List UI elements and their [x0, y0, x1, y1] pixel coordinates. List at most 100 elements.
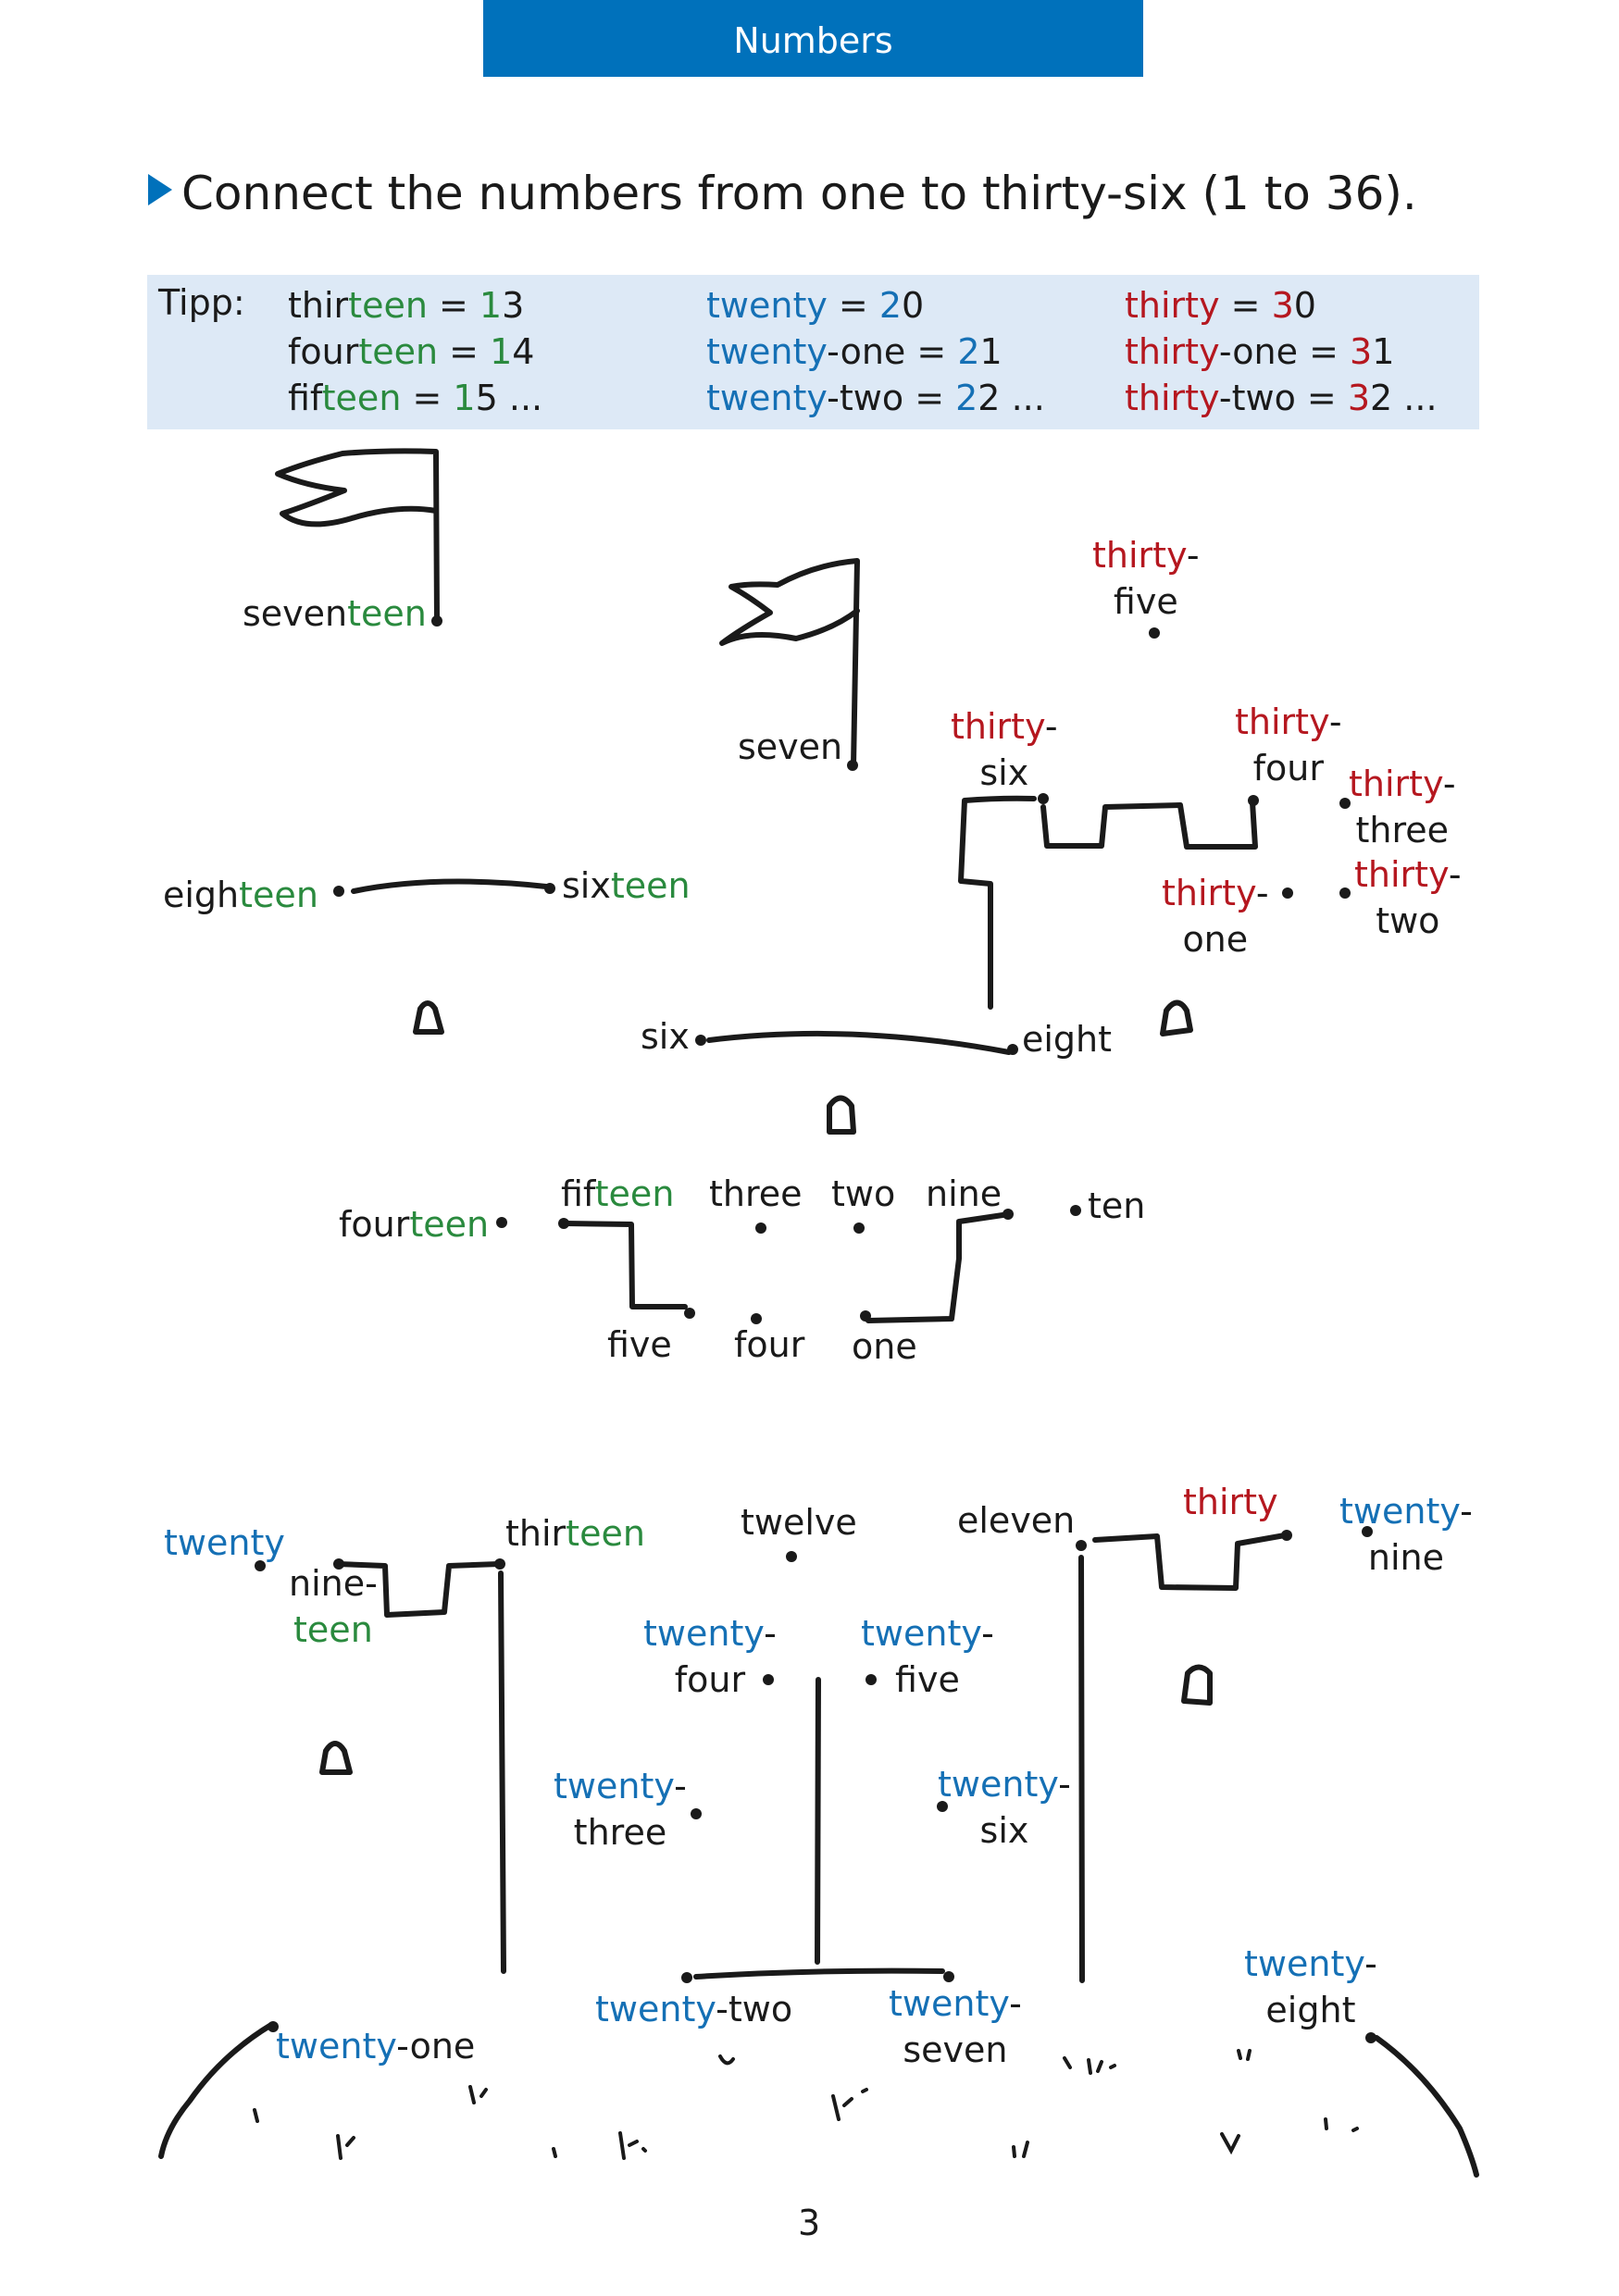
- connect-dot-17[interactable]: [431, 615, 442, 627]
- connect-dot-6[interactable]: [695, 1035, 706, 1046]
- tipp-row: thirteen = 13: [288, 282, 542, 329]
- connect-dot-25[interactable]: [866, 1674, 877, 1685]
- tipp-digit-colored: 2: [957, 331, 980, 372]
- connect-dot-29[interactable]: [1362, 1526, 1373, 1537]
- dot-label-part: five: [607, 1324, 672, 1365]
- dot-label-part: nine: [1367, 1537, 1444, 1578]
- tipp-digit-rest: 4: [512, 331, 535, 372]
- drawn-hill-right: [1374, 2035, 1479, 2178]
- tipp-digit-colored: 3: [1271, 285, 1294, 326]
- dot-label-26: twenty-six: [938, 1761, 1071, 1854]
- dot-label-part: one: [1182, 919, 1249, 960]
- connect-dot-3[interactable]: [755, 1222, 766, 1234]
- dot-label-part: twenty: [861, 1613, 982, 1654]
- section-header: Numbers: [483, 0, 1143, 77]
- tipp-row: thirty-one = 31: [1125, 329, 1438, 375]
- dot-label-3: three: [709, 1171, 803, 1217]
- dot-label-part: fif: [561, 1173, 595, 1214]
- connect-dot-15[interactable]: [558, 1218, 569, 1229]
- connect-dot-32[interactable]: [1339, 887, 1351, 899]
- drawn-hill-left: [158, 2022, 274, 2159]
- drawn-center-pole: [815, 1677, 821, 1965]
- connect-dot-8[interactable]: [1007, 1044, 1018, 1055]
- dot-label-part: twenty: [889, 1983, 1010, 2024]
- dot-label-15: fifteen: [561, 1171, 674, 1217]
- connect-dot-21[interactable]: [268, 2021, 279, 2032]
- connect-dot-13[interactable]: [494, 1558, 505, 1570]
- dot-label-part: thirty: [1183, 1482, 1278, 1522]
- dot-label-33: thirty-three: [1349, 761, 1456, 853]
- dot-label-part: teen: [239, 875, 318, 915]
- dot-label-part: teen: [293, 1609, 373, 1650]
- connect-dot-23[interactable]: [691, 1808, 702, 1819]
- dot-label-part: seven: [738, 726, 843, 767]
- instruction-text: Connect the numbers from one to thirty-s…: [181, 167, 1417, 220]
- connect-dot-36[interactable]: [1038, 793, 1049, 804]
- dot-label-30: thirty: [1183, 1479, 1278, 1525]
- connect-dot-16[interactable]: [544, 883, 555, 894]
- dot-label-part: eleven: [957, 1500, 1076, 1541]
- dot-label-part: four: [734, 1324, 805, 1365]
- tipp-row: twenty = 20: [706, 282, 1045, 329]
- drawn-tower-wall-right: [1078, 1555, 1085, 1983]
- tipp-digit-colored: 2: [955, 378, 978, 418]
- dot-label-part: -: [1255, 873, 1269, 913]
- connect-dot-31[interactable]: [1282, 887, 1293, 899]
- connect-dot-27[interactable]: [943, 1971, 954, 1982]
- connect-dot-18[interactable]: [333, 886, 344, 897]
- connect-dot-12[interactable]: [786, 1551, 797, 1562]
- window-arch: [1181, 1664, 1213, 1706]
- tipp-word-rest: -one =: [1218, 331, 1351, 372]
- dot-label-10: ten: [1088, 1183, 1145, 1229]
- dot-label-part: ten: [1088, 1185, 1146, 1226]
- connect-dot-4[interactable]: [751, 1313, 762, 1324]
- dot-label-part: six: [979, 1810, 1029, 1851]
- connect-dot-24[interactable]: [763, 1674, 774, 1685]
- page-number: 3: [798, 2203, 821, 2243]
- tipp-word-colored: teen: [321, 378, 402, 418]
- connect-dot-2[interactable]: [853, 1222, 865, 1234]
- dot-label-part: thirty: [1092, 535, 1187, 576]
- connect-dot-11[interactable]: [1076, 1540, 1087, 1551]
- dot-label-part: twenty: [164, 1522, 285, 1563]
- connect-dot-30[interactable]: [1281, 1530, 1292, 1541]
- tipp-digit-colored: 2: [878, 285, 903, 326]
- connect-dot-7[interactable]: [847, 760, 858, 771]
- dot-label-34: thirty-four: [1235, 699, 1342, 791]
- dot-label-part: seven: [243, 593, 348, 634]
- tipp-word-colored: thirty: [1125, 285, 1220, 326]
- dot-label-part: teen: [610, 865, 691, 906]
- connect-dot-33[interactable]: [1339, 798, 1351, 809]
- connect-dot-20[interactable]: [255, 1560, 266, 1571]
- dot-label-part: twenty: [276, 2026, 397, 2066]
- dot-label-part: thirty: [1162, 873, 1256, 913]
- tipp-word-prefix: four: [288, 331, 359, 372]
- dot-label-part: twenty: [1339, 1491, 1461, 1532]
- dot-label-part: -: [1442, 763, 1456, 804]
- dot-label-part: -: [1448, 854, 1462, 895]
- dot-label-36: thirty-six: [951, 703, 1058, 796]
- tipp-row: twenty-one = 21: [706, 329, 1045, 375]
- connect-dot-14[interactable]: [496, 1217, 507, 1228]
- tipp-label: Tipp:: [158, 282, 245, 323]
- tipp-ellipsis: ...: [1000, 378, 1045, 418]
- connect-dot-5[interactable]: [684, 1308, 695, 1319]
- connect-dot-28[interactable]: [1365, 2032, 1376, 2043]
- connect-dot-10[interactable]: [1070, 1205, 1081, 1216]
- connect-dot-34[interactable]: [1248, 795, 1259, 806]
- connect-dot-35[interactable]: [1149, 627, 1160, 639]
- dot-label-part: -: [1186, 535, 1200, 576]
- tipp-word-rest: -two =: [827, 378, 956, 418]
- dot-label-part: -: [674, 1766, 687, 1806]
- connect-dot-1[interactable]: [860, 1310, 871, 1322]
- connect-dot-22[interactable]: [681, 1972, 692, 1983]
- connect-dot-26[interactable]: [937, 1801, 948, 1812]
- dot-label-1: one: [852, 1323, 917, 1370]
- dot-label-part: thir: [505, 1513, 567, 1554]
- dot-label-part: twelve: [741, 1502, 857, 1543]
- connect-dot-9[interactable]: [1003, 1209, 1014, 1220]
- connect-dot-19[interactable]: [333, 1558, 344, 1570]
- dot-label-8: eight: [1022, 1016, 1112, 1062]
